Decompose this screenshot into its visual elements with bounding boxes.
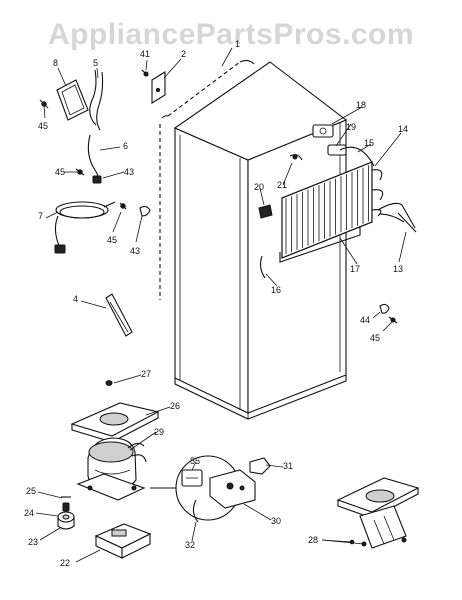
drain-tube [259, 255, 266, 279]
callout-43-lower: 43 [130, 246, 140, 256]
clip [379, 303, 390, 314]
compressor-bracket [94, 523, 152, 559]
callout-28: 28 [308, 535, 318, 545]
callout-55: 55 [190, 456, 200, 466]
callout-24: 24 [24, 508, 34, 518]
defrost-timer [312, 124, 334, 138]
callout-2: 2 [181, 49, 186, 59]
callout-32: 32 [185, 540, 195, 550]
callout-13: 13 [393, 264, 403, 274]
screw [75, 168, 85, 176]
callout-labels: 1 2 4 5 6 7 8 13 14 15 16 17 18 19 20 21… [24, 39, 408, 568]
cover-plate [56, 79, 89, 121]
callout-6: 6 [123, 141, 128, 151]
callout-1: 1 [235, 39, 240, 49]
callout-18: 18 [356, 100, 366, 110]
bracket [151, 71, 166, 104]
callout-5: 5 [93, 58, 98, 68]
grommet [57, 511, 75, 530]
callout-23: 23 [28, 537, 38, 547]
callout-21: 21 [277, 180, 287, 190]
callout-26: 26 [170, 401, 180, 411]
screw [388, 316, 398, 324]
filter-drier [377, 202, 417, 233]
condenser-coil [159, 59, 255, 300]
screw [105, 380, 113, 386]
callout-29: 29 [154, 427, 164, 437]
power-cord [54, 201, 116, 254]
mounting-bracket [105, 293, 133, 337]
drain-pan [70, 402, 160, 443]
callout-27: 27 [141, 369, 151, 379]
drain-pan-assembly [336, 477, 420, 549]
wiring-harness [87, 69, 104, 184]
connector [258, 204, 273, 219]
callout-44: 44 [360, 315, 370, 325]
callout-45-right: 45 [370, 333, 380, 343]
callout-45-middle: 45 [55, 167, 65, 177]
callout-41: 41 [140, 49, 150, 59]
sleeve [62, 502, 70, 512]
callout-16: 16 [271, 285, 281, 295]
watermark: AppliancePartsPros.com [48, 18, 414, 51]
callout-19: 19 [346, 122, 356, 132]
callout-30: 30 [271, 516, 281, 526]
compressor [76, 437, 147, 501]
relay-overload-inset [150, 455, 256, 523]
clip [139, 205, 151, 217]
screw [119, 202, 127, 210]
callout-45-top: 45 [38, 121, 48, 131]
callout-8: 8 [53, 58, 58, 68]
evaporator-coil [279, 146, 384, 263]
leader-lines [35, 47, 407, 563]
callout-22: 22 [60, 558, 70, 568]
callout-17: 17 [350, 264, 360, 274]
refrigerator-cabinet [173, 61, 348, 420]
callout-15: 15 [364, 138, 374, 148]
thermostat-bulb [289, 154, 303, 161]
screw [141, 69, 149, 77]
callout-25: 25 [26, 486, 36, 496]
callout-45-lower: 45 [107, 235, 117, 245]
relay [327, 144, 347, 156]
cover [249, 457, 271, 475]
callout-7: 7 [38, 211, 43, 221]
callout-20: 20 [254, 182, 264, 192]
callout-14: 14 [398, 124, 408, 134]
callout-43-upper: 43 [124, 167, 134, 177]
callout-31: 31 [283, 461, 293, 471]
callout-4: 4 [73, 294, 78, 304]
